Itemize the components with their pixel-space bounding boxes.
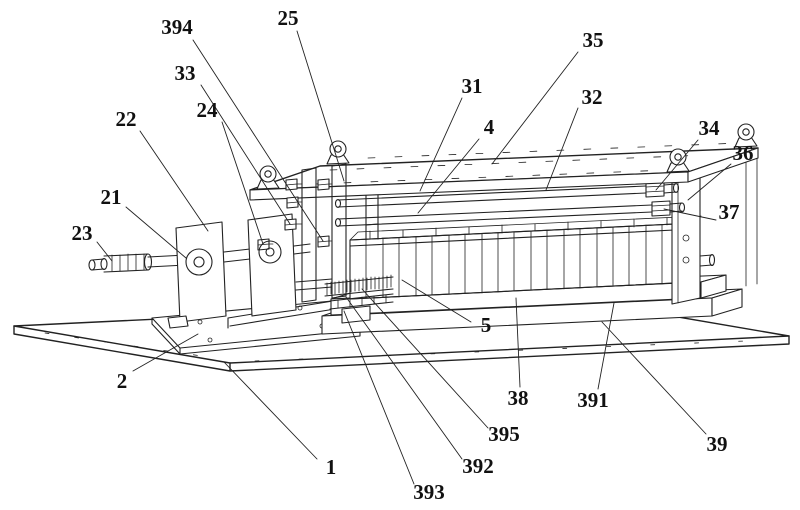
leader-line-37 bbox=[663, 208, 717, 221]
ref-label-38: 38 bbox=[508, 386, 529, 410]
ref-label-24: 24 bbox=[197, 98, 219, 122]
left-bracket-b bbox=[247, 213, 297, 317]
lifting-eye-ring bbox=[666, 148, 690, 173]
leader-line-25 bbox=[296, 30, 345, 182]
leader-line-393 bbox=[343, 310, 415, 485]
ref-label-31: 31 bbox=[462, 74, 483, 98]
hex-bolt bbox=[317, 178, 333, 191]
leader-line-5 bbox=[401, 279, 472, 323]
ref-label-395: 395 bbox=[488, 422, 520, 446]
ref-label-4: 4 bbox=[484, 115, 495, 139]
ref-label-393: 393 bbox=[413, 480, 445, 504]
leader-line-35 bbox=[491, 51, 579, 165]
ref-label-394: 394 bbox=[161, 15, 193, 39]
ref-label-35: 35 bbox=[583, 28, 604, 52]
lifting-eye-ring bbox=[326, 140, 350, 165]
leader-line-392 bbox=[345, 296, 463, 460]
leader-line-1 bbox=[223, 361, 318, 460]
hex-bolt bbox=[284, 218, 303, 231]
ref-label-5: 5 bbox=[481, 313, 492, 337]
ref-label-37: 37 bbox=[719, 200, 740, 224]
leader-line-34 bbox=[655, 139, 699, 191]
lifting-eye-ring bbox=[734, 123, 758, 148]
tie-rods bbox=[334, 181, 686, 228]
rack-teeth bbox=[324, 274, 394, 324]
ref-label-34: 34 bbox=[699, 116, 721, 140]
leader-line-24 bbox=[221, 121, 264, 245]
mid-support-post bbox=[365, 178, 379, 241]
hex-bolt bbox=[317, 235, 333, 248]
leader-line-31 bbox=[419, 97, 463, 192]
leader-line-394 bbox=[192, 39, 324, 242]
ref-label-22: 22 bbox=[116, 107, 137, 131]
ref-label-2: 2 bbox=[117, 369, 128, 393]
leader-line-36 bbox=[687, 163, 732, 201]
leader-line-2 bbox=[132, 333, 199, 372]
ref-label-32: 32 bbox=[582, 85, 603, 109]
leader-line-38 bbox=[515, 297, 521, 388]
leader-line-395 bbox=[361, 288, 489, 429]
ref-label-33: 33 bbox=[175, 61, 196, 85]
ref-label-36: 36 bbox=[733, 141, 754, 165]
ref-label-1: 1 bbox=[326, 455, 337, 479]
left-bracket-a bbox=[167, 221, 227, 329]
hex-bolt bbox=[286, 196, 303, 209]
leader-line-21 bbox=[125, 206, 187, 259]
leader-line-39 bbox=[601, 321, 707, 435]
ref-label-39: 39 bbox=[707, 432, 728, 456]
leader-line-23 bbox=[96, 241, 113, 262]
ref-label-392: 392 bbox=[462, 454, 494, 478]
leader-line-391 bbox=[597, 302, 615, 390]
leader-line-32 bbox=[545, 107, 579, 191]
ref-label-23: 23 bbox=[72, 221, 93, 245]
ref-label-391: 391 bbox=[577, 388, 609, 412]
leader-line-22 bbox=[139, 130, 209, 232]
bolt-columns bbox=[284, 163, 347, 303]
leader-line-33 bbox=[200, 84, 291, 225]
ref-label-25: 25 bbox=[278, 6, 299, 30]
top-cover-plate bbox=[249, 142, 759, 201]
ref-label-21: 21 bbox=[101, 185, 122, 209]
leader-lines bbox=[96, 30, 732, 485]
leader-line-4 bbox=[417, 138, 480, 214]
